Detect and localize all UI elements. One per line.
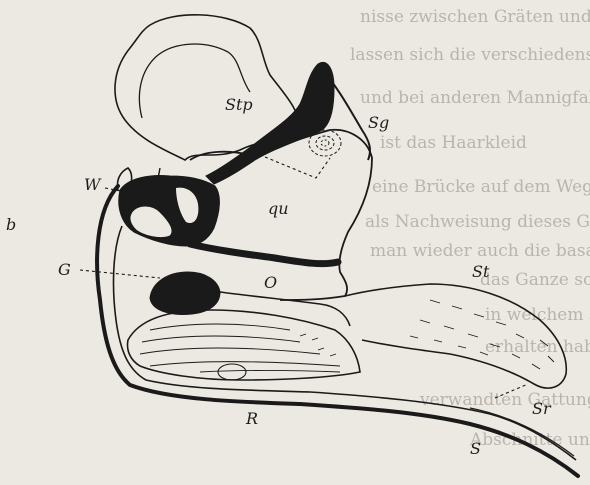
label-sg: Sg <box>368 113 389 132</box>
label-sr: Sr <box>532 399 552 418</box>
bg-line: erhalten haben, die sich bei den <box>485 337 590 357</box>
bg-line: eine Brücke auf dem Wege von Platte und <box>372 177 590 197</box>
bg-line: in welchem sich alle diese Formen <box>485 305 590 325</box>
bg-line: das Ganze so dass man ein Glied <box>480 270 590 290</box>
bg-line: als Nachweisung dieses Gebildes noch in <box>365 212 590 232</box>
g-leader <box>80 270 160 278</box>
label-b: b <box>6 215 16 234</box>
bg-line: und bei anderen Mannigfaltigkeiten in <box>360 88 590 108</box>
bg-line: ist das Haarkleid <box>380 133 527 153</box>
bg-line: lassen sich die verschiedensten Übergäng… <box>350 44 590 65</box>
label-g: G <box>58 260 71 279</box>
bg-line: nisse zwischen Gräten und Haarbildungen <box>360 7 590 27</box>
sg-leader <box>265 157 330 178</box>
label-st: St <box>472 262 490 281</box>
sg-organ <box>309 130 341 156</box>
lower-black-bar <box>190 244 338 264</box>
g-organ <box>150 272 220 314</box>
r-plate-outline <box>128 310 361 380</box>
label-s: S <box>470 439 481 458</box>
label-stp: Stp <box>225 95 253 114</box>
upper-black-bar <box>206 62 334 184</box>
label-o: O <box>264 273 277 292</box>
r-plate-hatching <box>140 324 340 372</box>
bg-line: verwandten Gattungen finden <box>419 390 590 410</box>
label-r: R <box>245 409 258 428</box>
label-qu: qu <box>268 199 289 218</box>
bg-line: man wieder auch die basalen Platten <box>370 241 590 261</box>
label-w: W <box>84 175 102 194</box>
background-text-layer: nisse zwischen Gräten und Haarbildungen … <box>350 7 590 450</box>
plate-oval <box>218 364 246 380</box>
